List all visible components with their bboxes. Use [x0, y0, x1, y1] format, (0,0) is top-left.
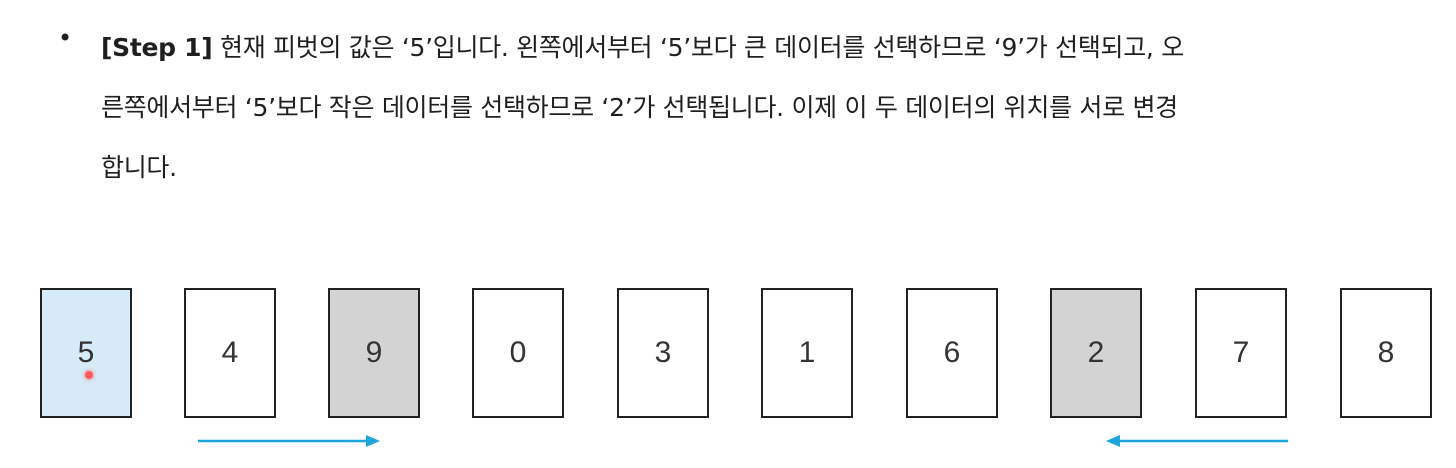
step-label: [Step 1]: [101, 33, 213, 62]
card-value: 9: [365, 336, 383, 369]
mouse-cursor-indicator: [85, 371, 93, 379]
card-pivot: 5: [40, 288, 132, 418]
card: 0: [472, 288, 564, 418]
card: 4: [184, 288, 276, 418]
card-value: 5: [77, 336, 95, 369]
description-line-1: [Step 1] 현재 피벗의 값은 ‘5’입니다. 왼쪽에서부터 ‘5’보다 …: [101, 18, 1431, 78]
description-line-2: 른쪽에서부터 ‘5’보다 작은 데이터를 선택하므로 ‘2’가 선택됩니다. 이…: [101, 93, 1178, 122]
card-value: 4: [221, 336, 239, 369]
right-arrow-icon: [198, 435, 380, 447]
left-arrow-icon: [1106, 435, 1288, 447]
card-value: 8: [1377, 336, 1395, 369]
card: 3: [617, 288, 709, 418]
step-description: [Step 1] 현재 피벗의 값은 ‘5’입니다. 왼쪽에서부터 ‘5’보다 …: [101, 18, 1431, 198]
card-value: 3: [654, 336, 672, 369]
card: 7: [1195, 288, 1287, 418]
card-value: 1: [798, 336, 816, 369]
card-selected-right: 2: [1050, 288, 1142, 418]
card-value: 7: [1232, 336, 1250, 369]
card: 1: [761, 288, 853, 418]
card-value: 0: [509, 336, 527, 369]
card-selected-left: 9: [328, 288, 420, 418]
description-line-1-text: 현재 피벗의 값은 ‘5’입니다. 왼쪽에서부터 ‘5’보다 큰 데이터를 선택…: [212, 33, 1184, 62]
bullet-point: •: [58, 24, 73, 52]
card-value: 6: [943, 336, 961, 369]
description-line-3: 합니다.: [101, 153, 177, 182]
card: 6: [906, 288, 998, 418]
card: 8: [1340, 288, 1432, 418]
card-value: 2: [1087, 336, 1105, 369]
